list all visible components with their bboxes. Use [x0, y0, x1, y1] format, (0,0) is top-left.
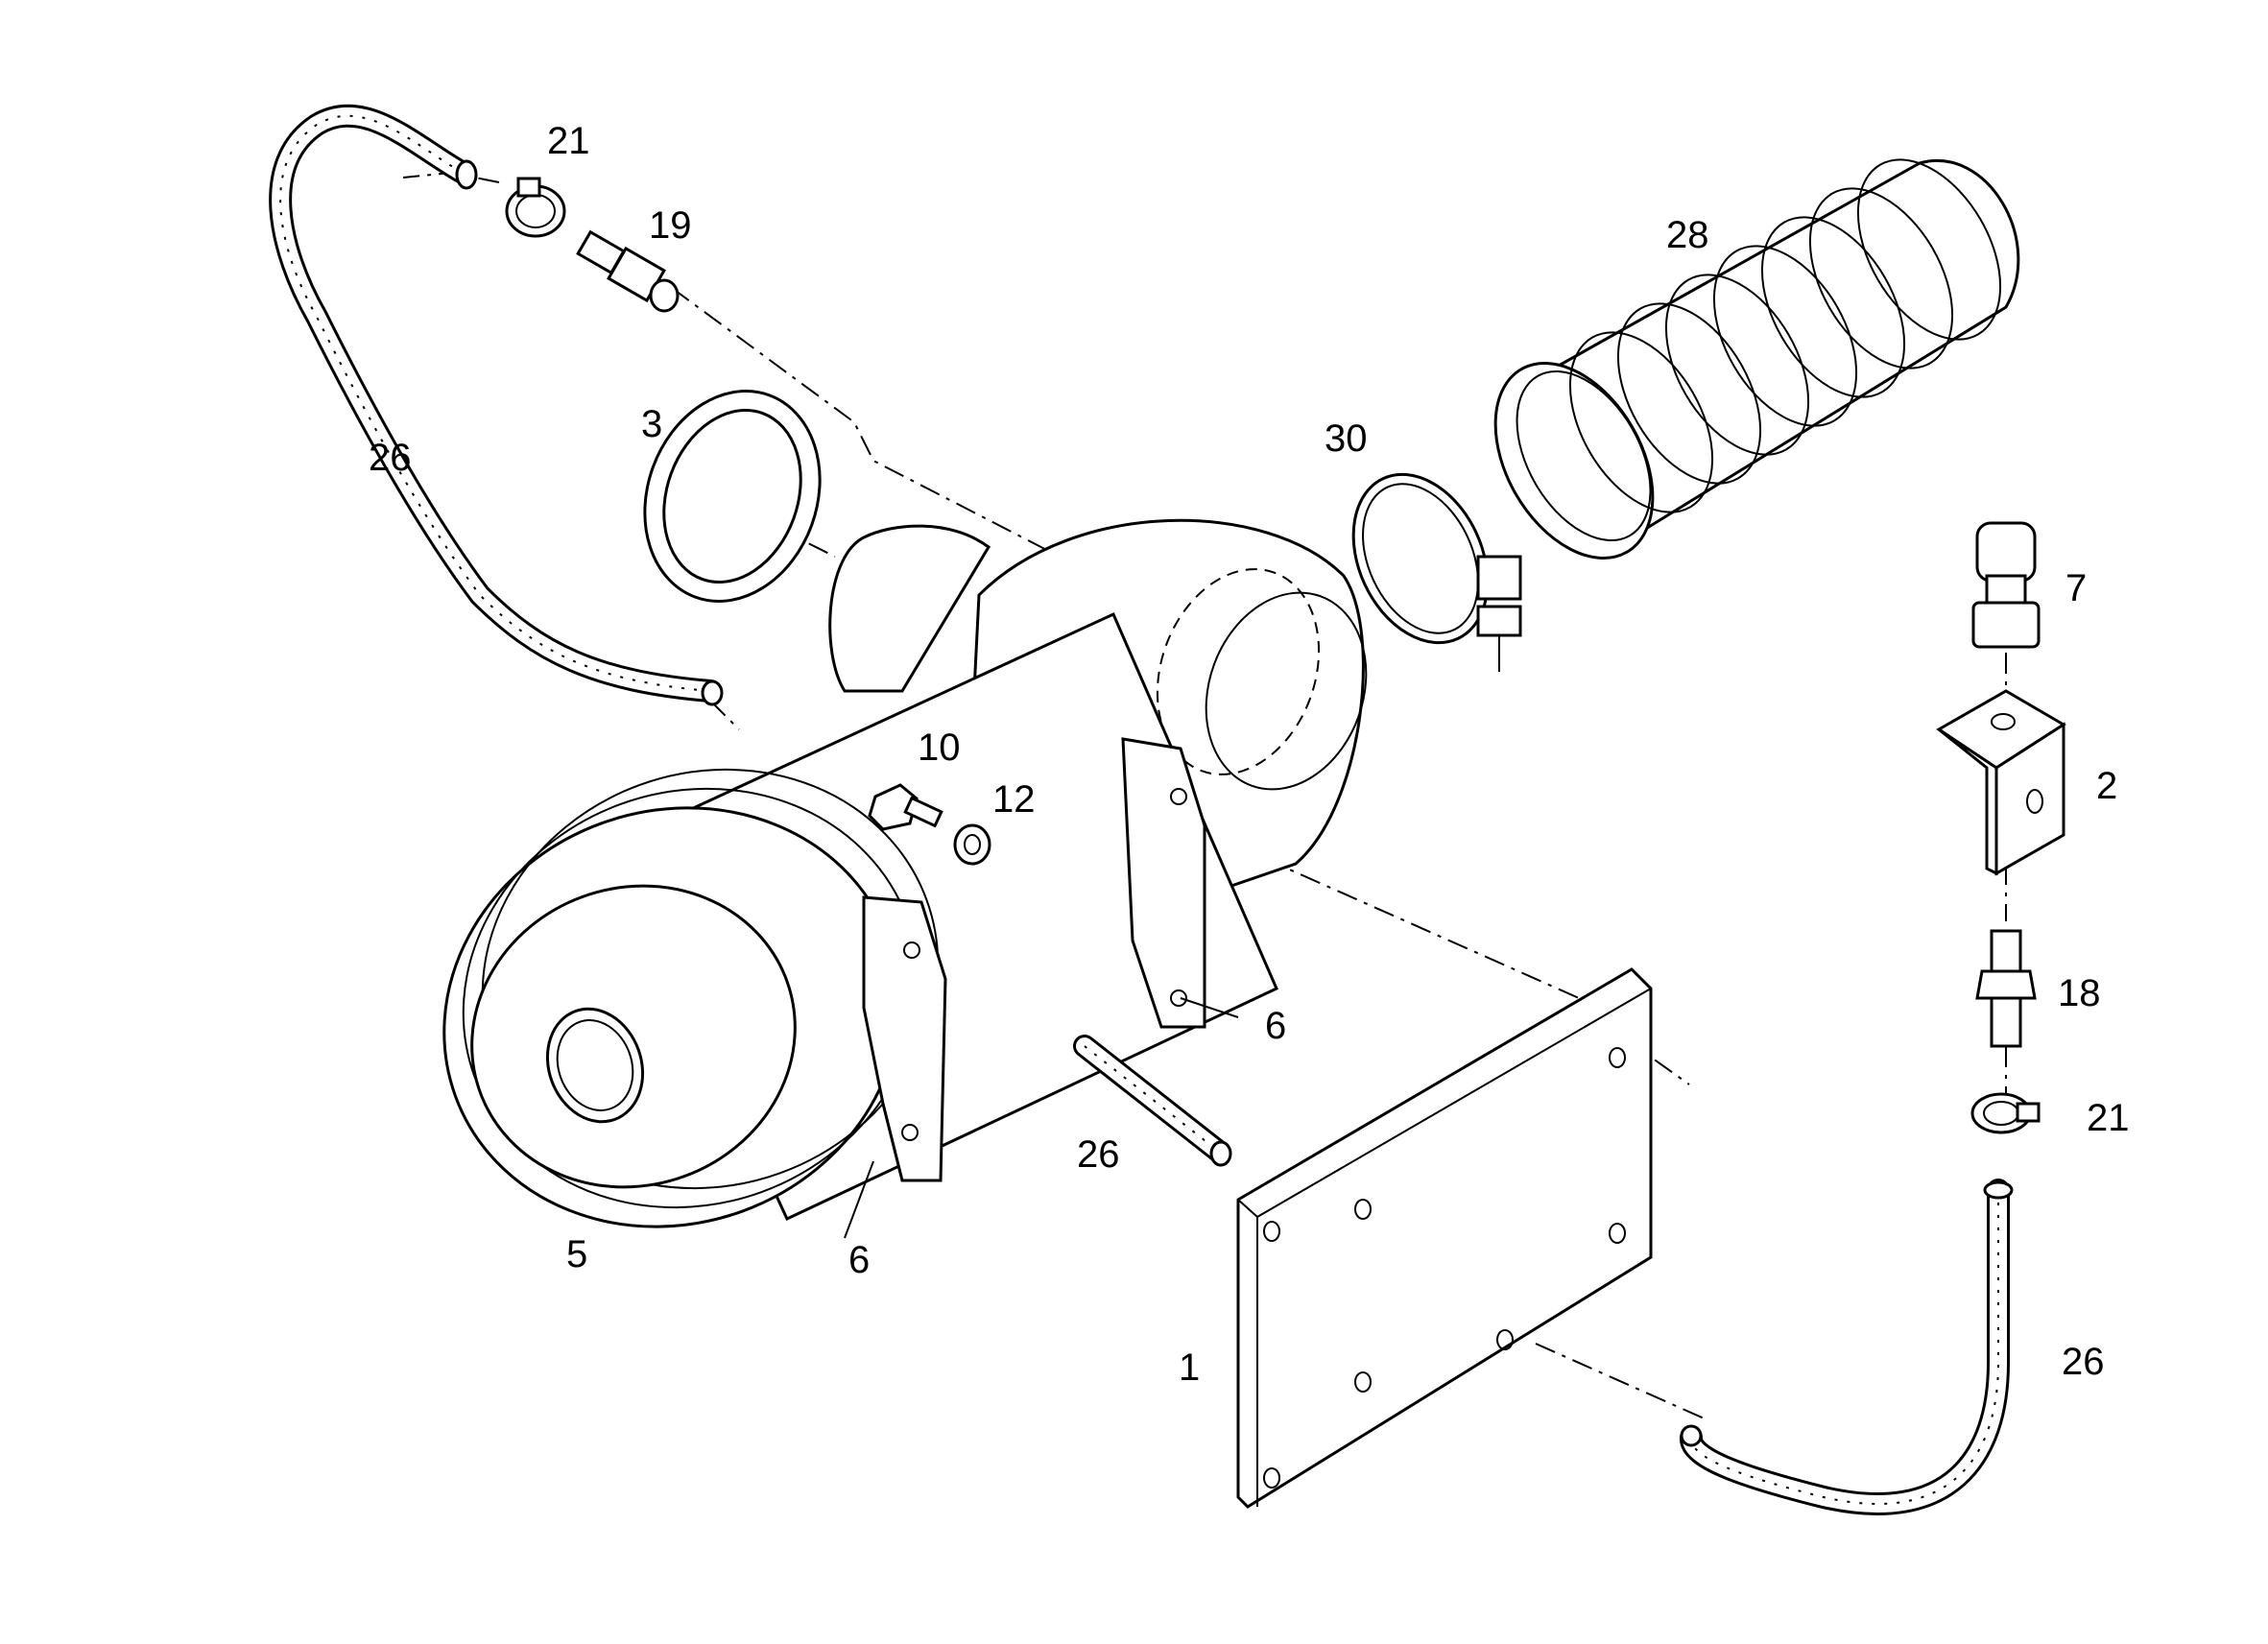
angle-bracket-2: [1936, 689, 2066, 876]
part-number-labels: 21 19 28 3 26 30 7 10 12 2 18 6 21 26 5 …: [369, 120, 2130, 1389]
label-leader-ticks: [844, 997, 1239, 1239]
part-label-18: 18: [2058, 972, 2101, 1014]
part-label-30: 30: [1325, 417, 1368, 460]
washer-12: [953, 823, 991, 866]
band-clamp-30: [1351, 472, 1522, 672]
part-label-2: 2: [2096, 765, 2117, 807]
part-label-26-top-left: 26: [369, 437, 412, 479]
part-label-5: 5: [566, 1233, 587, 1275]
part-label-3: 3: [641, 403, 662, 445]
part-label-6-bottom: 6: [848, 1239, 870, 1281]
hose-top-left: [269, 104, 724, 706]
part-label-12: 12: [992, 778, 1036, 821]
hose-fitting-19: [576, 229, 680, 313]
part-label-26-middle: 26: [1077, 1133, 1120, 1176]
hose-bottom-right: [1680, 1179, 2014, 1515]
intake-bellows-28: [1493, 158, 2020, 560]
hose-fitting-18: [1975, 929, 2037, 1048]
part-label-19: 19: [649, 204, 692, 247]
part-label-1: 1: [1179, 1346, 1200, 1389]
part-label-21-right: 21: [2087, 1097, 2130, 1139]
hose-clamp-top: [505, 177, 566, 238]
hose-clamp-right: [1970, 1092, 2041, 1134]
part-label-6-right: 6: [1265, 1005, 1286, 1047]
part-label-10: 10: [918, 727, 961, 769]
hose-middle: [1073, 1035, 1232, 1167]
indicator-cap-7: [1971, 521, 2041, 649]
part-label-7: 7: [2065, 567, 2087, 609]
seal-ring-3: [643, 390, 822, 603]
mounting-bracket-6-front: [862, 895, 947, 1182]
part-label-28: 28: [1666, 214, 1709, 256]
part-label-21-top: 21: [547, 120, 590, 162]
mounting-bracket-6-rear: [1121, 737, 1206, 1029]
part-label-26-bottom-right: 26: [2062, 1341, 2105, 1383]
bolt-10: [868, 783, 943, 831]
mounting-plate-1: [1236, 967, 1653, 1509]
